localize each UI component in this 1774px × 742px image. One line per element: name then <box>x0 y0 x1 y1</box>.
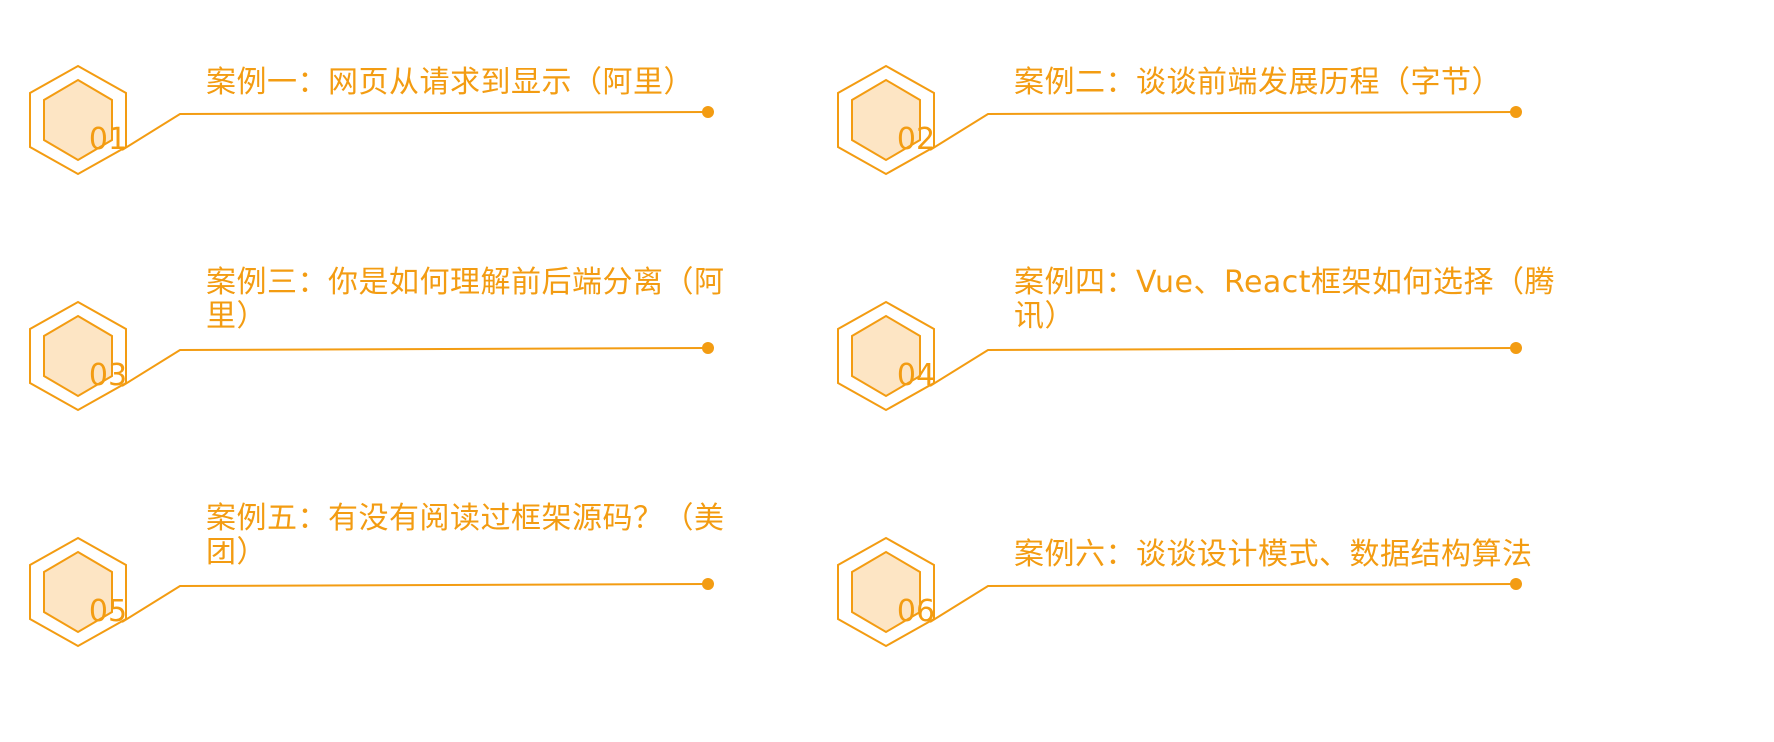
hexagon-inner-icon <box>43 78 113 162</box>
case-card-05: 05 案例五：有没有阅读过框架源码？（美团） <box>29 502 790 678</box>
case-title: 案例三：你是如何理解前后端分离（阿里） <box>206 265 725 334</box>
case-title: 案例六：谈谈设计模式、数据结构算法 <box>1014 537 1533 572</box>
case-card-02: 02 案例二：谈谈前端发展历程（字节） <box>837 64 1598 206</box>
case-number: 06 <box>896 594 936 629</box>
card-graphic <box>837 300 1522 412</box>
connector-end-dot <box>702 342 714 354</box>
case-card-03: 03 案例三：你是如何理解前后端分离（阿里） <box>29 266 790 442</box>
connector-line <box>121 111 709 151</box>
connector-line <box>121 583 709 623</box>
connector-line <box>121 347 709 387</box>
case-number: 05 <box>88 594 128 629</box>
case-card-01: 01 案例一：网页从请求到显示（阿里） <box>29 64 790 206</box>
card-graphic <box>837 64 1522 176</box>
case-card-04: 04 案例四：Vue、React框架如何选择（腾讯） <box>837 266 1598 442</box>
case-title: 案例五：有没有阅读过框架源码？（美团） <box>206 501 725 570</box>
connector-end-dot <box>1510 106 1522 118</box>
hexagon-outer-icon <box>837 300 935 412</box>
connector-end-dot <box>702 578 714 590</box>
card-graphic <box>29 64 714 176</box>
case-title: 案例二：谈谈前端发展历程（字节） <box>1014 65 1502 100</box>
connector-end-dot <box>1510 342 1522 354</box>
card-graphic <box>29 536 714 648</box>
connector-line <box>929 583 1517 623</box>
hexagon-outer-icon <box>29 536 127 648</box>
connector-line <box>929 111 1517 151</box>
connector-line <box>929 347 1517 387</box>
card-graphic <box>29 300 714 412</box>
connector-end-dot <box>702 106 714 118</box>
case-card-06: 06 案例六：谈谈设计模式、数据结构算法 <box>837 536 1598 678</box>
hexagon-inner-icon <box>43 314 113 398</box>
case-number: 02 <box>896 122 936 157</box>
hexagon-inner-icon <box>851 550 921 634</box>
card-graphic <box>837 536 1522 648</box>
hexagon-inner-icon <box>851 314 921 398</box>
hexagon-inner-icon <box>851 78 921 162</box>
case-title: 案例四：Vue、React框架如何选择（腾讯） <box>1014 265 1556 334</box>
case-number: 03 <box>88 358 128 393</box>
hexagon-outer-icon <box>29 300 127 412</box>
hexagon-outer-icon <box>29 64 127 176</box>
case-title: 案例一：网页从请求到显示（阿里） <box>206 65 694 100</box>
connector-end-dot <box>1510 578 1522 590</box>
case-number: 01 <box>88 122 128 157</box>
hexagon-outer-icon <box>837 64 935 176</box>
hexagon-inner-icon <box>43 550 113 634</box>
case-number: 04 <box>896 358 936 393</box>
hexagon-outer-icon <box>837 536 935 648</box>
